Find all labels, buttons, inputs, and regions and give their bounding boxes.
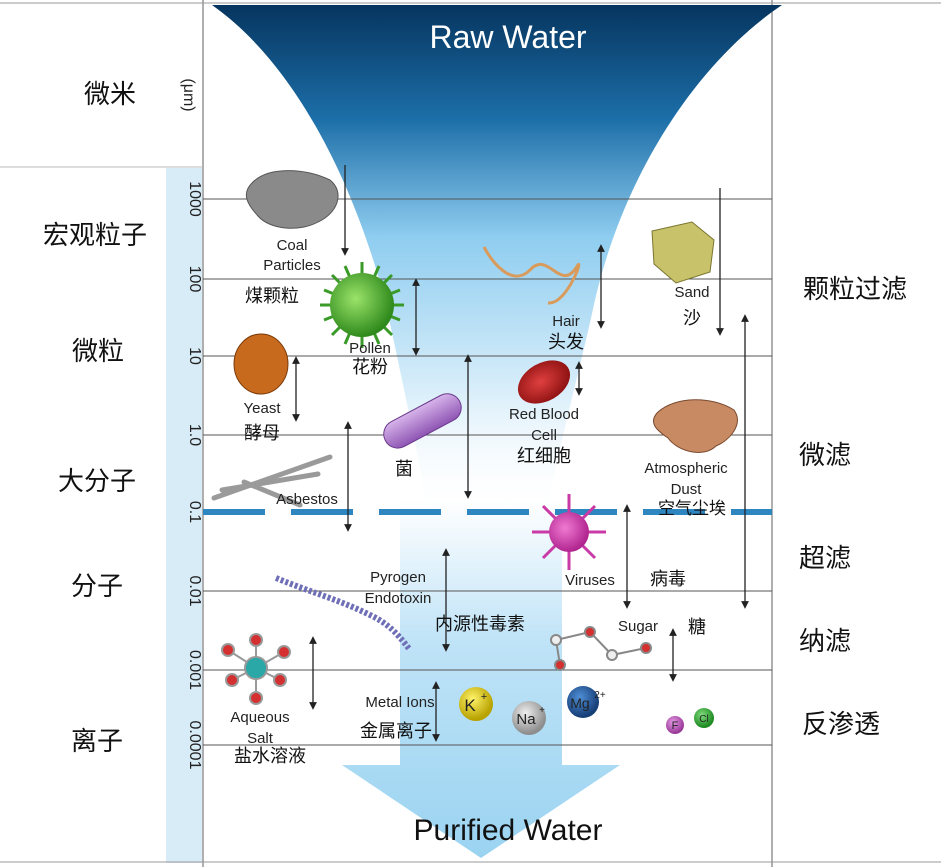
red-blood-cell-icon bbox=[517, 360, 571, 404]
tick-label: 0.0001 bbox=[186, 721, 203, 770]
na-ion-charge: + bbox=[539, 705, 545, 716]
metal-ions-label: Metal Ions bbox=[365, 694, 434, 711]
hair-label-cn: 头发 bbox=[548, 332, 584, 353]
pollen-icon bbox=[320, 262, 404, 348]
k-ion-symbol: K bbox=[464, 696, 476, 715]
title-raw-water: Raw Water bbox=[429, 19, 586, 55]
sand-label: Sand bbox=[674, 284, 709, 301]
hair-icon bbox=[482, 246, 581, 305]
tick-label: 100 bbox=[186, 266, 203, 293]
process-label: 超滤 bbox=[799, 544, 851, 574]
tick-label: 1.0 bbox=[186, 424, 203, 446]
viruses-label-cn: 病毒 bbox=[650, 569, 686, 590]
sand-icon bbox=[651, 221, 715, 284]
f-ion-icon: F bbox=[666, 716, 684, 734]
bacteria-label-cn: 菌 bbox=[395, 459, 413, 480]
f-ion-symbol: F bbox=[672, 720, 679, 732]
k-ion-charge: + bbox=[481, 691, 487, 703]
asbestos-icon bbox=[211, 454, 333, 508]
dust-label-2: Dust bbox=[671, 481, 703, 498]
viruses-label: Viruses bbox=[565, 572, 615, 589]
pyrogen-label-1: Pyrogen bbox=[370, 569, 426, 586]
sugar-label-cn: 糖 bbox=[688, 617, 706, 638]
tick-label: 0.001 bbox=[186, 650, 203, 690]
coal-label-1: Coal bbox=[277, 237, 308, 254]
tick-label: 0.01 bbox=[186, 575, 203, 606]
rbc-label-cn: 红细胞 bbox=[517, 446, 571, 467]
salt-label-1: Aqueous bbox=[230, 709, 289, 726]
asbestos-label: Asbestos bbox=[276, 491, 338, 508]
yeast-label-cn: 酵母 bbox=[244, 423, 280, 444]
axis-band bbox=[166, 168, 202, 863]
flow-arrow bbox=[342, 500, 620, 858]
tick-label: 0.1 bbox=[186, 501, 203, 523]
metal-ions-label-cn: 金属离子 bbox=[360, 721, 432, 742]
process-label: 反渗透 bbox=[802, 710, 880, 740]
pyrogen-label-2: Endotoxin bbox=[365, 590, 432, 607]
left-categories: 宏观粒子 微粒 大分子 分子 离子 bbox=[43, 221, 147, 757]
hair-label: Hair bbox=[552, 313, 580, 330]
process-label: 颗粒过滤 bbox=[803, 275, 907, 305]
process-label: 纳滤 bbox=[799, 627, 851, 657]
bacteria-icon bbox=[383, 393, 462, 449]
coal-particle-icon bbox=[245, 170, 339, 229]
title-purified-water: Purified Water bbox=[414, 814, 603, 847]
k-ion-icon: K + bbox=[459, 687, 493, 721]
pyrogen-label-cn: 内源性毒素 bbox=[435, 614, 525, 635]
sand-label-cn: 沙 bbox=[683, 308, 701, 329]
tick-label: 10 bbox=[186, 347, 203, 365]
na-ion-icon: Na + bbox=[512, 701, 546, 735]
sugar-molecule-icon bbox=[550, 626, 652, 671]
rbc-label-1: Red Blood bbox=[509, 406, 579, 423]
coal-label-2: Particles bbox=[263, 257, 321, 274]
range-arrows bbox=[292, 165, 749, 742]
salt-label-cn: 盐水溶液 bbox=[234, 746, 306, 767]
right-processes: 颗粒过滤 微滤 超滤 纳滤 反渗透 bbox=[799, 275, 907, 740]
mg-ion-charge: 2+ bbox=[594, 690, 606, 701]
funnel-shape bbox=[212, 5, 782, 520]
coal-label-cn: 煤颗粒 bbox=[245, 286, 299, 307]
pollen-label-cn: 花粉 bbox=[352, 357, 388, 378]
salt-label-2: Salt bbox=[247, 730, 274, 747]
endotoxin-icon bbox=[274, 575, 413, 652]
mg-ion-icon: Mg 2+ bbox=[567, 686, 606, 718]
mg-ion-symbol: Mg bbox=[570, 695, 589, 711]
category-label: 微粒 bbox=[72, 337, 124, 367]
yeast-icon bbox=[233, 333, 289, 395]
cl-ion-icon: Cl bbox=[694, 708, 714, 728]
unit-label: (μm) bbox=[180, 78, 197, 111]
na-ion-symbol: Na bbox=[516, 711, 536, 728]
yeast-label: Yeast bbox=[244, 400, 282, 417]
dust-icon bbox=[653, 399, 738, 453]
cl-ion-symbol: Cl bbox=[699, 714, 708, 725]
left-header: 微米 bbox=[84, 80, 136, 110]
process-label: 微滤 bbox=[799, 441, 851, 471]
category-label: 大分子 bbox=[58, 467, 136, 497]
salt-molecule-icon bbox=[221, 633, 291, 705]
category-label: 分子 bbox=[71, 572, 123, 602]
virus-icon bbox=[532, 494, 606, 570]
rbc-label-2: Cell bbox=[531, 427, 557, 444]
size-tick-labels: 1000 100 10 1.0 0.1 0.01 0.001 0.0001 bbox=[186, 181, 203, 769]
category-label: 宏观粒子 bbox=[43, 221, 147, 251]
sugar-label: Sugar bbox=[618, 618, 658, 635]
dust-label-1: Atmospheric bbox=[644, 460, 728, 477]
category-label: 离子 bbox=[71, 727, 123, 757]
pollen-label: Pollen bbox=[349, 340, 391, 357]
dust-label-cn: 空气尘埃 bbox=[658, 499, 726, 519]
tick-label: 1000 bbox=[186, 181, 203, 217]
